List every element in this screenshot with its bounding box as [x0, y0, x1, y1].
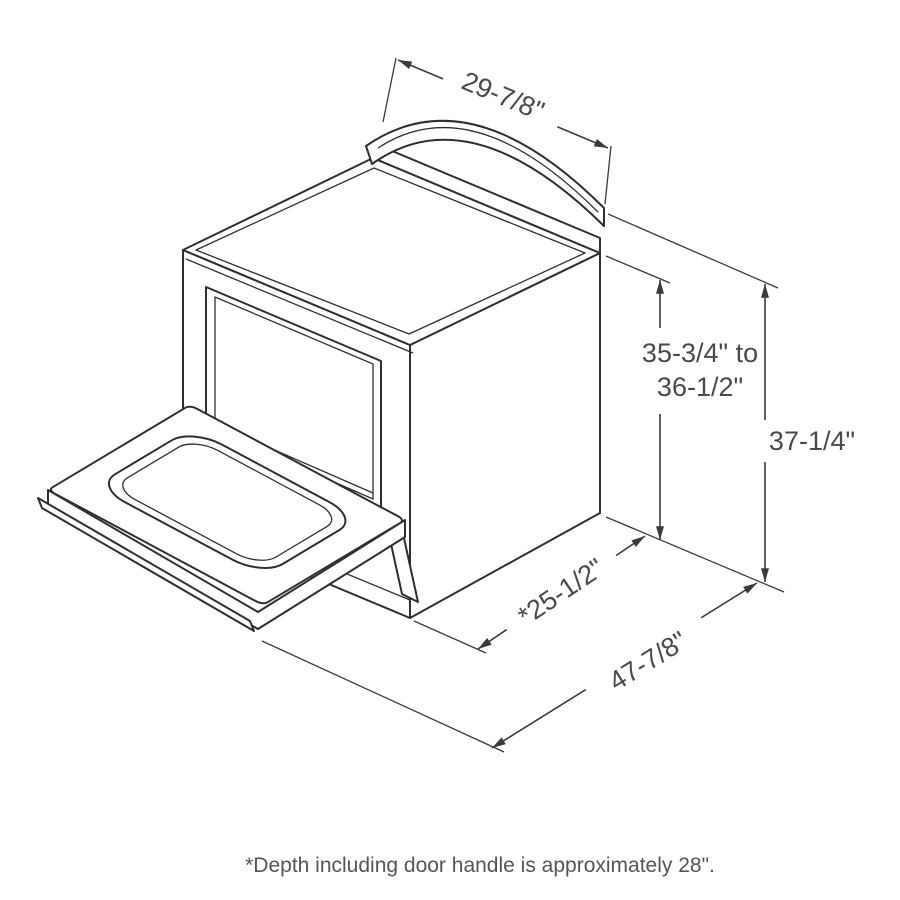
door-window-outer	[95, 428, 359, 576]
dim-depth-open-label-bg	[580, 608, 716, 714]
dim-overall-height-label: 37-1/4"	[769, 426, 855, 456]
dim-top-width-ext-right	[604, 145, 612, 205]
dim-overall-height-label-bg	[746, 420, 878, 462]
dim-counter-height: 35-3/4" to 36-1/2"	[605, 255, 782, 540]
cooktop-inset-line	[195, 167, 586, 335]
dim-counter-height-label-bg	[620, 328, 782, 414]
oven-cavity-inner-frame	[214, 296, 374, 500]
dim-overall-height: 37-1/4"	[605, 213, 878, 593]
open-oven-door	[48, 405, 405, 605]
dim-counter-height-label-line2: 36-1/2"	[657, 372, 743, 402]
dim-top-width-label: 29-7/8"	[457, 66, 548, 127]
range-illustration	[37, 119, 604, 632]
door-handle-bar	[37, 497, 255, 632]
dim-top-width-ext-left	[382, 57, 397, 123]
door-window-inner	[112, 438, 343, 567]
dim-top-width-label-bg	[438, 54, 568, 138]
footnote-text: *Depth including door handle is approxim…	[245, 854, 715, 877]
dim-counter-height-ext-top	[605, 255, 671, 284]
dim-bottom-shared-ext	[605, 516, 785, 593]
dim-depth-open-ext-door	[261, 640, 505, 753]
cooktop-front-lip	[185, 258, 414, 354]
dim-depth-ext-front	[413, 620, 487, 654]
dim-counter-height-label-line1: 35-3/4" to	[642, 338, 758, 368]
dim-overall-height-ext-top	[607, 213, 779, 289]
